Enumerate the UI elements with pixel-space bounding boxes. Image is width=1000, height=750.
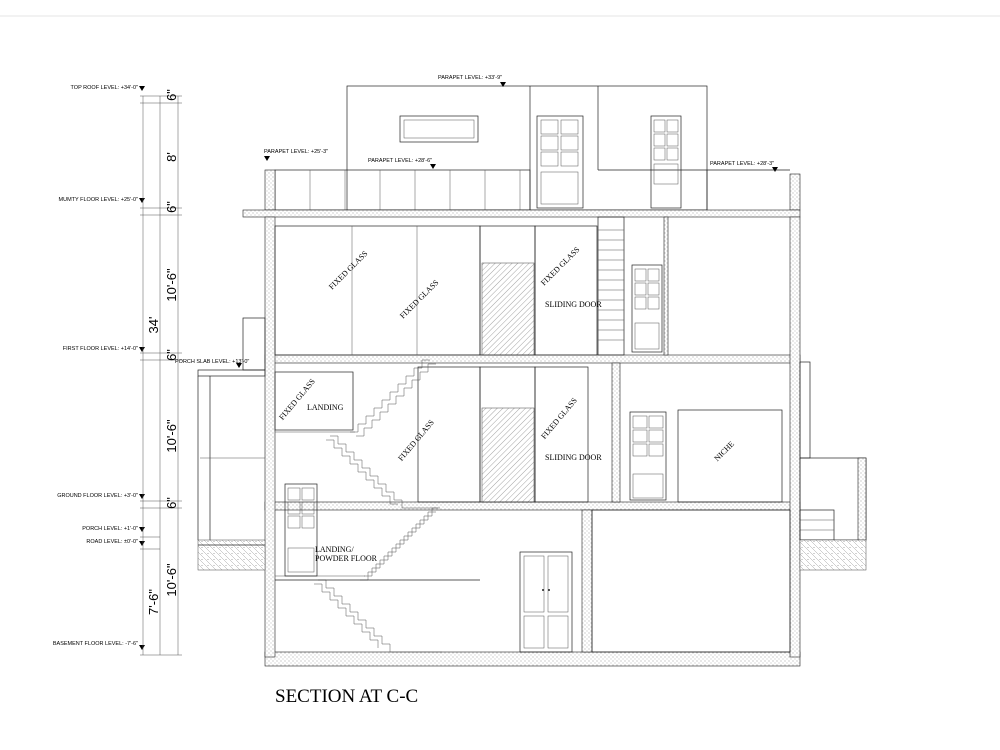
- level-road: ROAD LEVEL: ±0'-0": [86, 539, 138, 545]
- basement-landing-door: [284, 483, 318, 577]
- slab-basement-floor: [264, 651, 801, 667]
- label-fixed-glass-3: FIXED GLASS: [539, 245, 581, 287]
- level-top-roof: TOP ROOF LEVEL: +34'-0": [71, 85, 139, 91]
- first-floor-glazing: [274, 225, 598, 356]
- mumty-door-left: [536, 115, 584, 209]
- dimension-lines: [140, 95, 182, 656]
- parapet-right: PARAPET LEVEL: +28'-3": [710, 161, 774, 167]
- mumty-window-right: [650, 115, 682, 209]
- label-fixed-glass-6: FIXED GLASS: [539, 396, 579, 441]
- label-fixed-glass-4: FIXED GLASS: [277, 377, 317, 422]
- right-ground: [799, 361, 867, 571]
- level-basement-floor: BASEMENT FLOOR LEVEL: -7'-6": [53, 641, 138, 647]
- level-markers: [139, 86, 242, 650]
- porch: [197, 317, 266, 571]
- label-sliding-door-2: SLIDING DOOR: [545, 453, 602, 462]
- dim-8: 8': [164, 152, 179, 162]
- basement-partitions: [275, 509, 791, 653]
- level-labels: TOP ROOF LEVEL: +34'-0" MUMTY FLOOR LEVE…: [53, 85, 250, 647]
- basement-double-door: [519, 551, 573, 653]
- label-fixed-glass-2: FIXED GLASS: [398, 278, 440, 320]
- parapet-wall-left: [264, 169, 276, 211]
- dim-mumty-6: 6": [164, 201, 179, 213]
- level-ground-floor: GROUND FLOOR LEVEL: +3'-0": [57, 493, 138, 499]
- dim-bs-10-6: 10'-6": [164, 563, 179, 597]
- level-porch: PORCH LEVEL: +1'-0": [82, 526, 138, 532]
- drawing-title: SECTION AT C-C: [275, 686, 418, 707]
- slab-mumty-floor: [242, 209, 801, 218]
- dim-7-6: 7'-6": [146, 589, 161, 615]
- label-niche: NICHE: [712, 439, 736, 463]
- ext-wall-right: [789, 216, 801, 658]
- slab-first-floor: [264, 354, 801, 364]
- ext-wall-left: [264, 216, 276, 658]
- dim-total-34: 34': [146, 317, 161, 334]
- level-first-floor: FIRST FLOOR LEVEL: +14'-0": [63, 346, 138, 352]
- first-floor-door: [631, 264, 663, 353]
- slab-ground-floor: [264, 501, 801, 511]
- level-porch-slab: PORCH SLAB LEVEL: +13'-0": [175, 359, 249, 365]
- parapet-labels: PARAPET LEVEL: +33'-9" PARAPET LEVEL: +2…: [264, 75, 778, 172]
- label-fixed-glass-5: FIXED GLASS: [396, 418, 436, 463]
- label-landing-powder-1: LANDING/: [315, 545, 354, 554]
- dim-ff-10-6: 10'-6": [164, 268, 179, 302]
- mumty-block: [346, 85, 708, 211]
- dimension-texts: 6" 8' 6" 10'-6" 34' 6" 10'-6" 6" 10'-6" …: [146, 89, 179, 615]
- dim-ff-6: 6": [164, 349, 179, 361]
- ground-floor-door: [629, 411, 667, 501]
- label-landing-powder-2: POWDER FLOOR: [315, 554, 378, 563]
- label-fixed-glass-1: FIXED GLASS: [327, 249, 369, 291]
- parapet-top: PARAPET LEVEL: +33'-9": [438, 75, 502, 81]
- dim-top-6: 6": [164, 89, 179, 101]
- level-mumty-floor: MUMTY FLOOR LEVEL: +25'-0": [59, 197, 139, 203]
- parapet-wall-right: [789, 173, 801, 211]
- terrace-railing: [274, 169, 790, 211]
- dim-gf-10-6: 10'-6": [164, 419, 179, 453]
- parapet-mid: PARAPET LEVEL: +28'-6": [368, 158, 432, 164]
- label-sliding-door-1: SLIDING DOOR: [545, 300, 602, 309]
- main-staircase: [275, 359, 442, 653]
- first-floor-stair: [597, 216, 669, 356]
- ground-floor-glazing: [274, 362, 783, 503]
- label-landing: LANDING: [307, 403, 344, 412]
- parapet-left: PARAPET LEVEL: +25'-3": [264, 149, 328, 155]
- dim-gf-6: 6": [164, 497, 179, 509]
